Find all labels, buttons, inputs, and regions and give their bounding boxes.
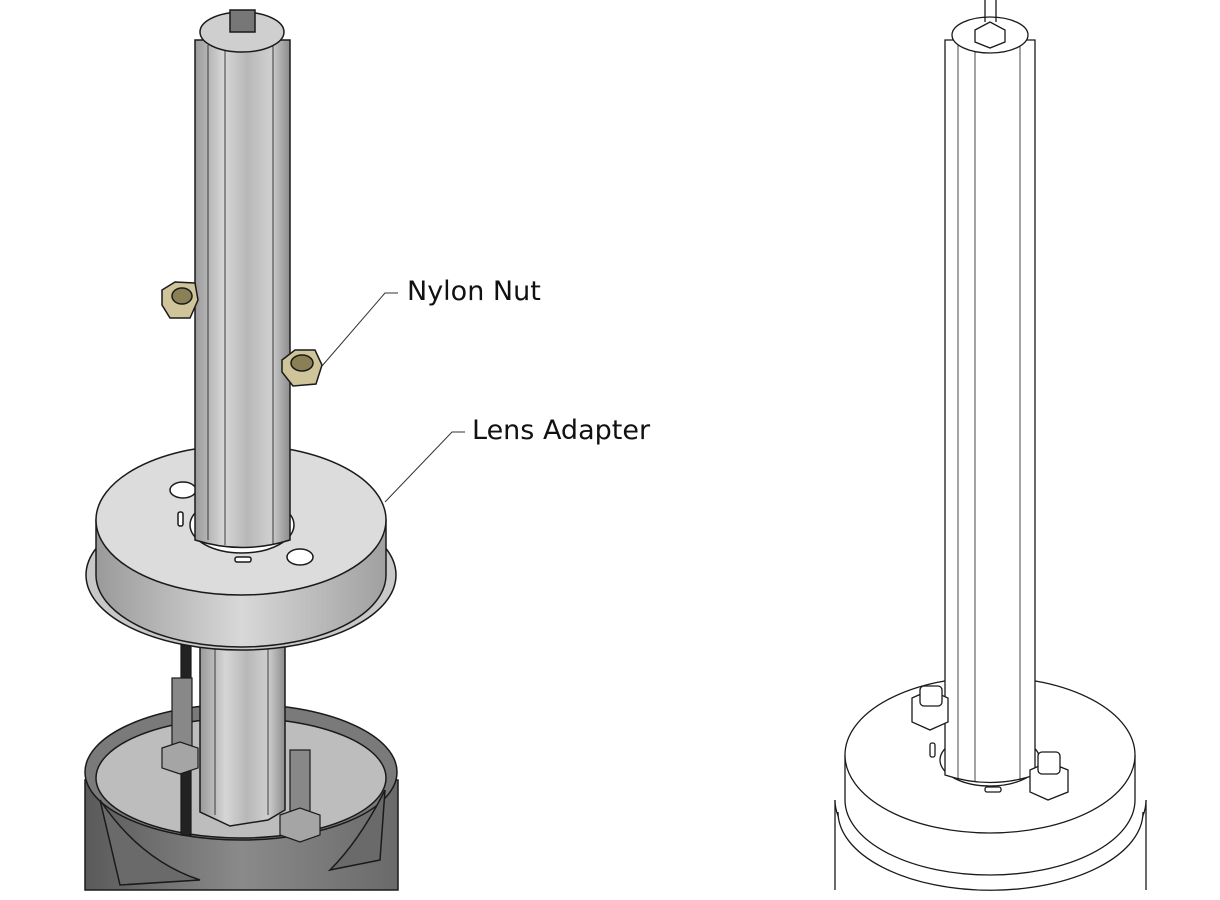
nylon-nut-right	[281, 349, 323, 387]
nylon-nut-left	[161, 281, 199, 319]
left-pole-lower	[199, 639, 286, 827]
leader-lines	[321, 292, 465, 503]
nylon-nut-label: Nylon Nut	[407, 276, 541, 307]
left-pole-upper	[194, 9, 291, 549]
right-line-assembly	[834, 0, 1147, 891]
lens-adapter-label: Lens Adapter	[472, 415, 651, 446]
